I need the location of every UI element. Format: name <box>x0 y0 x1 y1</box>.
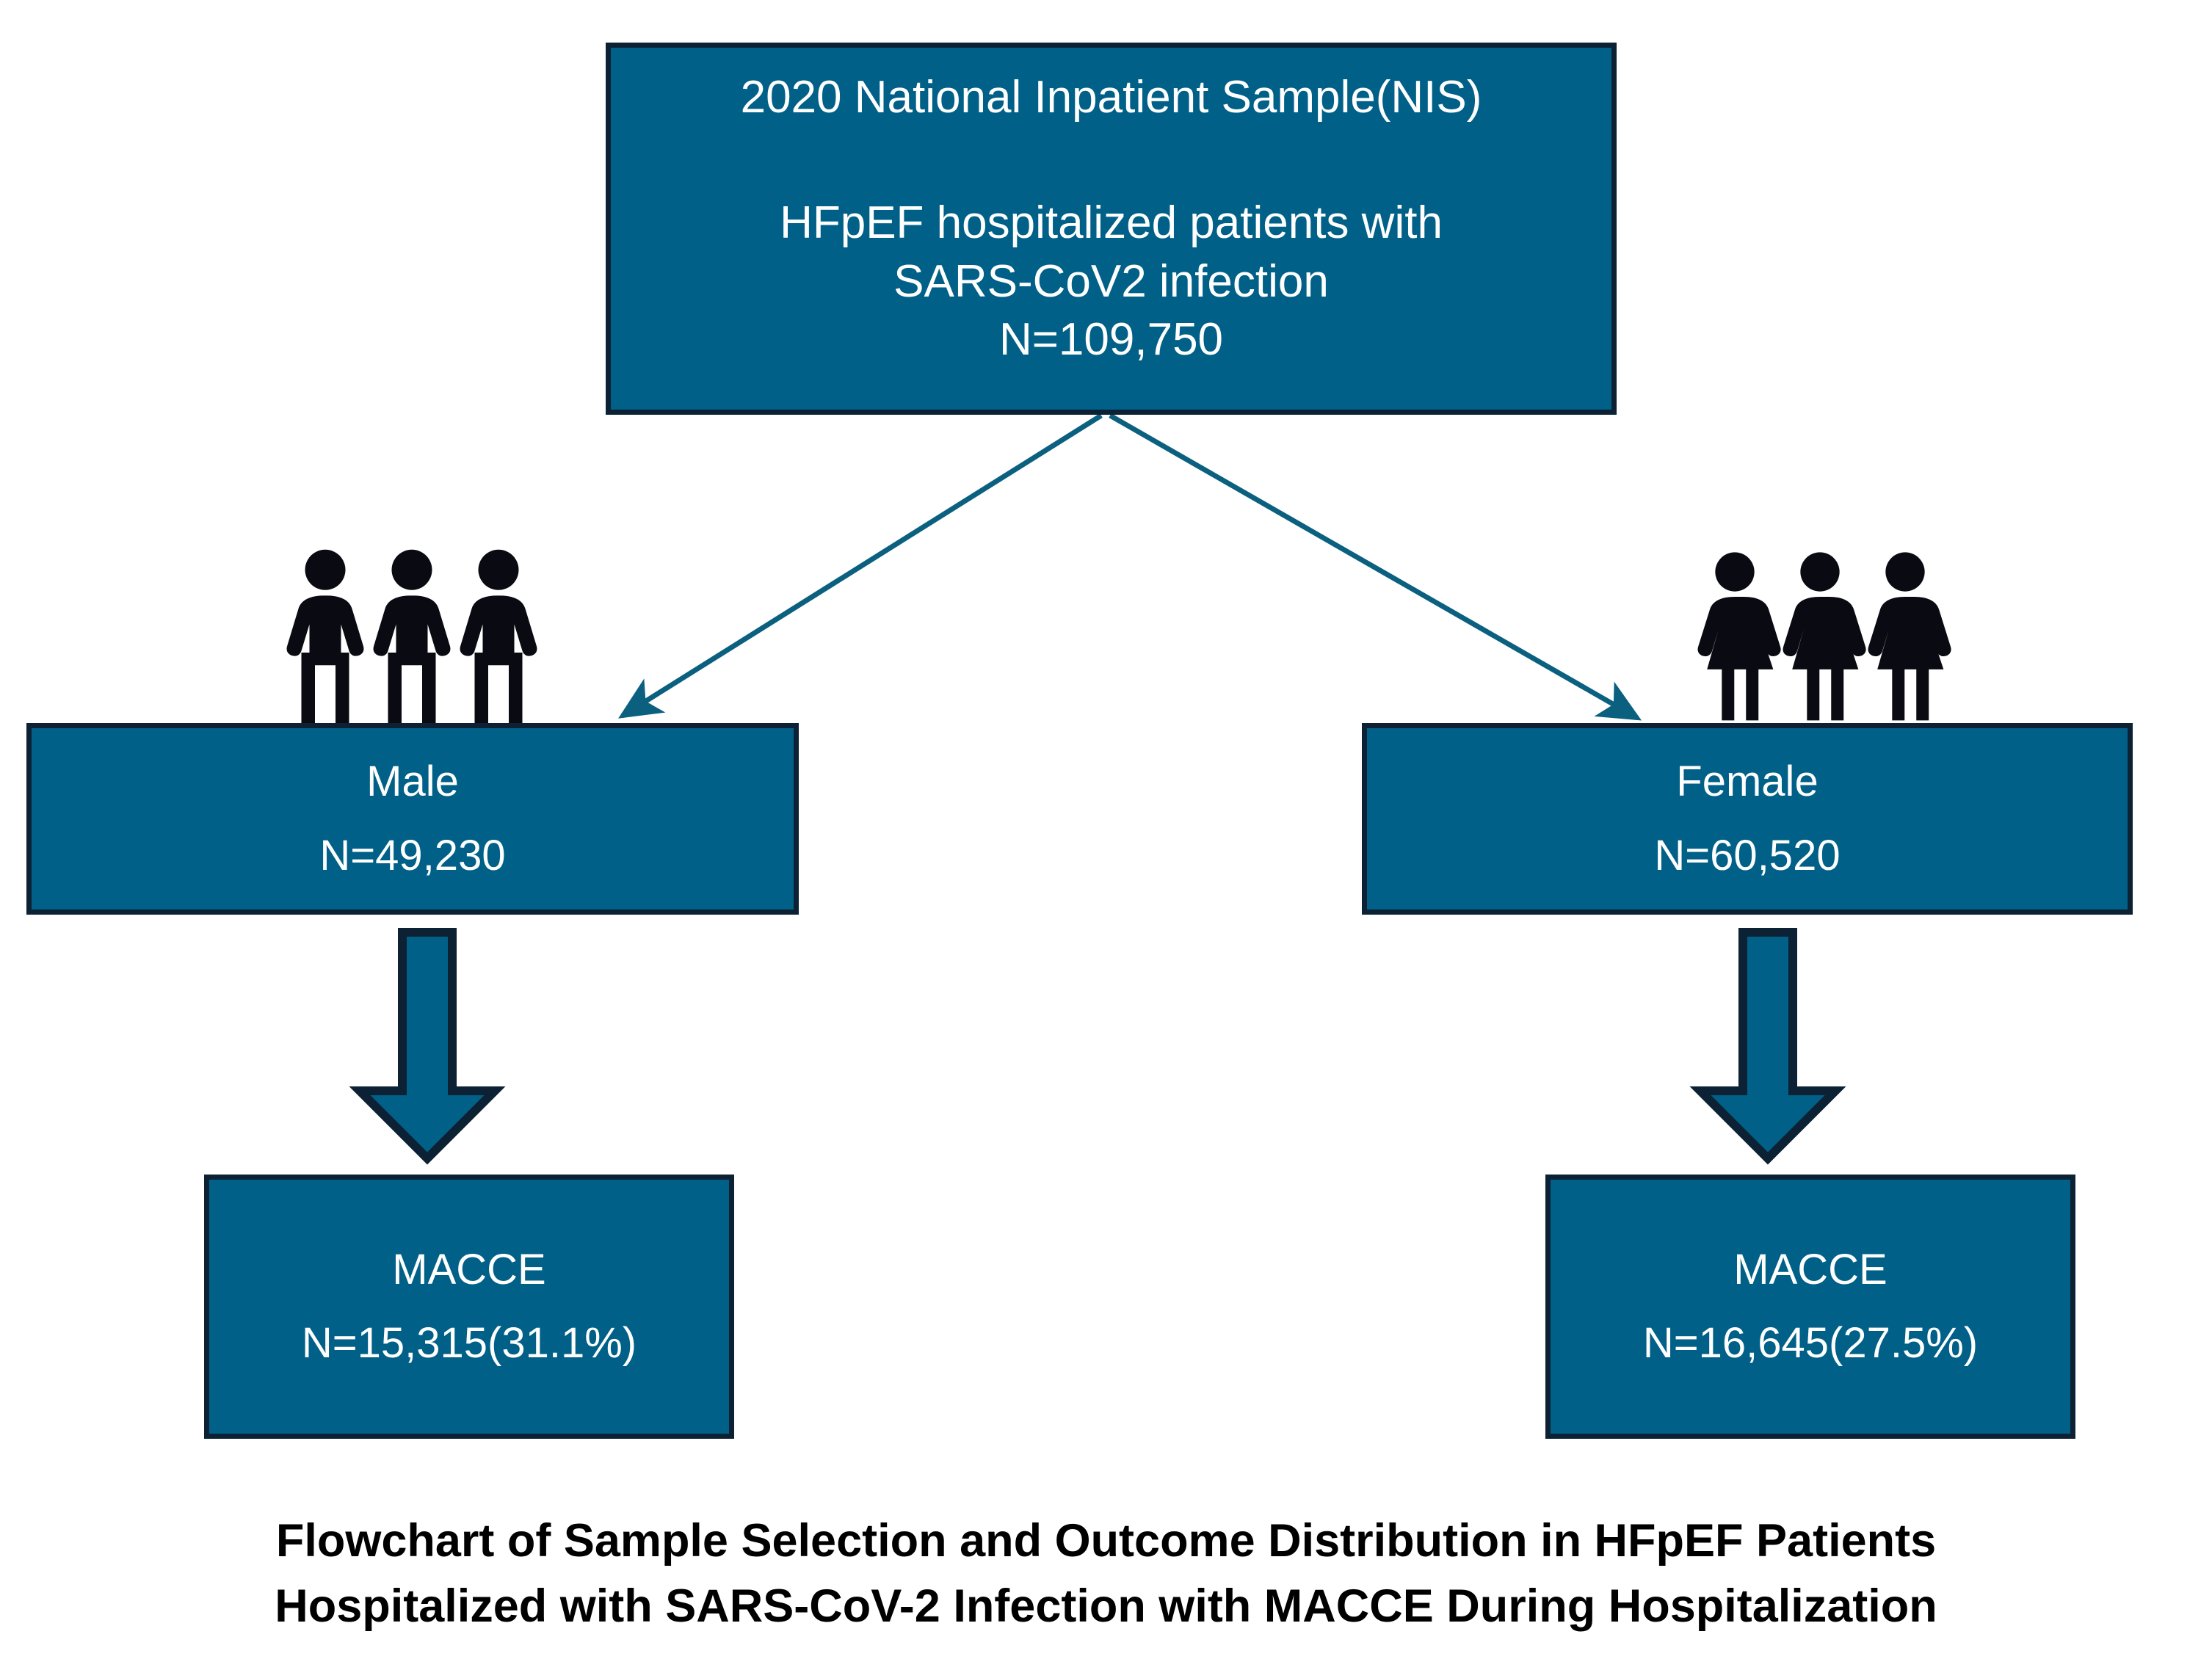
female-box-count: N=60,520 <box>1654 831 1841 879</box>
source-box-line-3: N=109,750 <box>998 314 1224 366</box>
figure-caption: Flowchart of Sample Selection and Outcom… <box>0 1509 2212 1640</box>
macce-female-count: N=16,645(27.5%) <box>1642 1319 1979 1367</box>
macce-male-box[interactable]: MACCE N=15,315(31.1%) <box>204 1175 734 1439</box>
macce-female-label: MACCE <box>1733 1245 1888 1293</box>
female-person-group <box>1689 547 1951 727</box>
source-box-line-2: SARS-CoV2 infection <box>893 255 1329 307</box>
figure-caption-line-1: Flowchart of Sample Selection and Outcom… <box>275 1515 1937 1567</box>
arrow-source-to-male <box>618 413 1103 719</box>
male-person-group <box>278 547 546 727</box>
source-box-line-1: HFpEF hospitalized patients with <box>780 197 1443 249</box>
macce-female-box[interactable]: MACCE N=16,645(27.5%) <box>1545 1175 2075 1439</box>
female-box[interactable]: Female N=60,520 <box>1362 723 2133 915</box>
female-person-icon <box>1697 552 1781 721</box>
female-box-label: Female <box>1676 758 1818 806</box>
figure-caption-line-2: Hospitalized with SARS-CoV-2 Infection w… <box>275 1580 1937 1633</box>
male-person-icon <box>460 549 537 723</box>
source-box-title: 2020 National Inpatient Sample(NIS) <box>740 72 1482 123</box>
male-box-label: Male <box>366 758 459 806</box>
male-box-count: N=49,230 <box>319 831 506 879</box>
female-person-icon <box>1868 552 1951 721</box>
macce-male-label: MACCE <box>392 1245 546 1293</box>
down-block-arrow-icon <box>1689 928 1846 1165</box>
female-person-icon <box>1783 552 1866 721</box>
male-person-icon <box>286 549 364 723</box>
male-box[interactable]: Male N=49,230 <box>26 723 799 915</box>
down-block-arrow-icon <box>349 928 506 1165</box>
arrow-source-to-female <box>1109 413 1642 721</box>
source-box[interactable]: 2020 National Inpatient Sample(NIS) HFpE… <box>606 43 1617 415</box>
macce-male-count: N=15,315(31.1%) <box>301 1319 637 1367</box>
male-person-icon <box>373 549 451 723</box>
